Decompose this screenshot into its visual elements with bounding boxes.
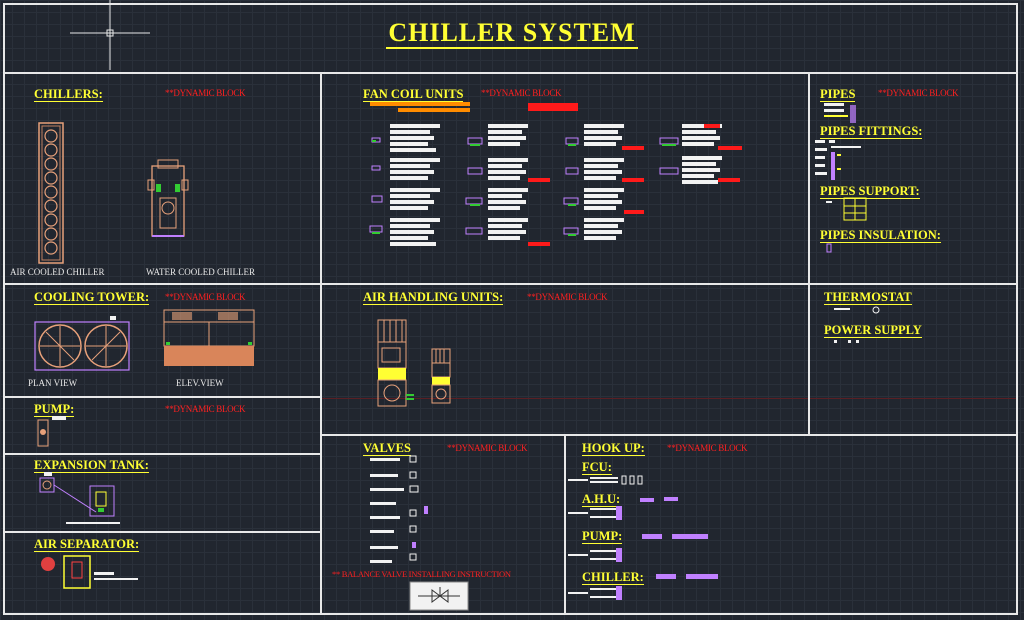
expansion-tank-heading: EXPANSION TANK: <box>34 458 149 473</box>
cooling-tower-heading: COOLING TOWER: <box>34 290 150 305</box>
power-supply-symbol[interactable] <box>834 340 864 346</box>
balance-valve-detail[interactable] <box>409 581 470 612</box>
pump-hookup-diagram[interactable] <box>568 530 718 564</box>
hookup-chiller-label: CHILLER: <box>582 570 644 585</box>
air-separator-heading: AIR SEPARATOR: <box>34 537 140 552</box>
fan-coil-heading: FAN COIL UNITS <box>363 87 464 102</box>
air-cooled-chiller-symbol[interactable] <box>38 122 64 264</box>
pipes-insulation-heading: PIPES INSULATION: <box>820 228 941 243</box>
air-handling-unit-large[interactable] <box>376 318 416 412</box>
plan-view-caption: PLAN VIEW <box>28 378 78 388</box>
air-cooled-chiller-caption: AIR COOLED CHILLER <box>10 267 105 277</box>
thermostat-symbol[interactable] <box>834 306 894 316</box>
hookup-ahu-label: A.H.U: <box>582 492 621 507</box>
cooling-tower-plan-view[interactable] <box>34 316 134 372</box>
ahu-heading: AIR HANDLING UNITS: <box>363 290 504 305</box>
chiller-hookup-diagram[interactable] <box>568 572 728 606</box>
ahu-hookup-diagram[interactable] <box>568 494 688 524</box>
elev-view-caption: ELEV.VIEW <box>176 378 224 388</box>
pump-symbol[interactable] <box>34 416 74 448</box>
hookup-dynamic-note: **DYNAMIC BLOCK <box>667 443 748 453</box>
hookup-fcu-label: FCU: <box>582 460 612 475</box>
water-cooled-chiller-symbol[interactable] <box>147 158 189 242</box>
pump-dynamic-note: **DYNAMIC BLOCK <box>165 404 246 414</box>
drawing-title: CHILLER SYSTEM <box>386 18 638 49</box>
pipes-dynamic-note: **DYNAMIC BLOCK <box>878 88 959 98</box>
pipe-insulation-symbol[interactable] <box>826 243 834 254</box>
chillers-heading: CHILLERS: <box>34 87 103 102</box>
fan-coil-legend-bars <box>370 102 578 112</box>
pipe-symbols[interactable] <box>820 103 860 125</box>
ahu-dynamic-note: **DYNAMIC BLOCK <box>527 292 608 302</box>
valves-dynamic-note: **DYNAMIC BLOCK <box>447 443 528 453</box>
pump-heading: PUMP: <box>34 402 75 417</box>
pipes-fittings-heading: PIPES FITTINGS: <box>820 124 923 139</box>
pipes-support-heading: PIPES SUPPORT: <box>820 184 920 199</box>
cooling-tower-elevation-view[interactable] <box>162 309 256 368</box>
air-separator-symbol[interactable] <box>40 554 140 590</box>
crosshair-reference-line <box>320 398 1018 399</box>
valve-symbols[interactable] <box>370 455 440 568</box>
crosshair-cursor <box>70 0 150 70</box>
thermostat-heading: THERMOSTAT <box>824 290 912 305</box>
fan-coil-dynamic-note: **DYNAMIC BLOCK <box>481 88 562 98</box>
pipes-heading: PIPES <box>820 87 856 102</box>
balance-valve-instruction: ** BALANCE VALVE INSTALLING INSTRUCTION <box>332 569 511 579</box>
cooling-tower-dynamic-note: **DYNAMIC BLOCK <box>165 292 246 302</box>
fcu-hookup-diagram[interactable] <box>568 474 648 488</box>
hookup-pump-label: PUMP: <box>582 529 623 544</box>
hookup-heading: HOOK UP: <box>582 441 645 456</box>
water-cooled-chiller-caption: WATER COOLED CHILLER <box>146 267 255 277</box>
hookup-frame <box>564 434 1018 615</box>
pipe-support-symbols[interactable] <box>826 197 870 222</box>
air-handling-unit-small[interactable] <box>431 348 455 410</box>
fan-coil-unit-blocks[interactable] <box>368 122 748 252</box>
pipe-fitting-symbols[interactable] <box>815 138 875 182</box>
chillers-dynamic-note: **DYNAMIC BLOCK <box>165 88 246 98</box>
expansion-tank-symbol[interactable] <box>39 472 124 526</box>
power-supply-heading: POWER SUPPLY <box>824 323 922 338</box>
valves-heading: VALVES <box>363 441 411 456</box>
